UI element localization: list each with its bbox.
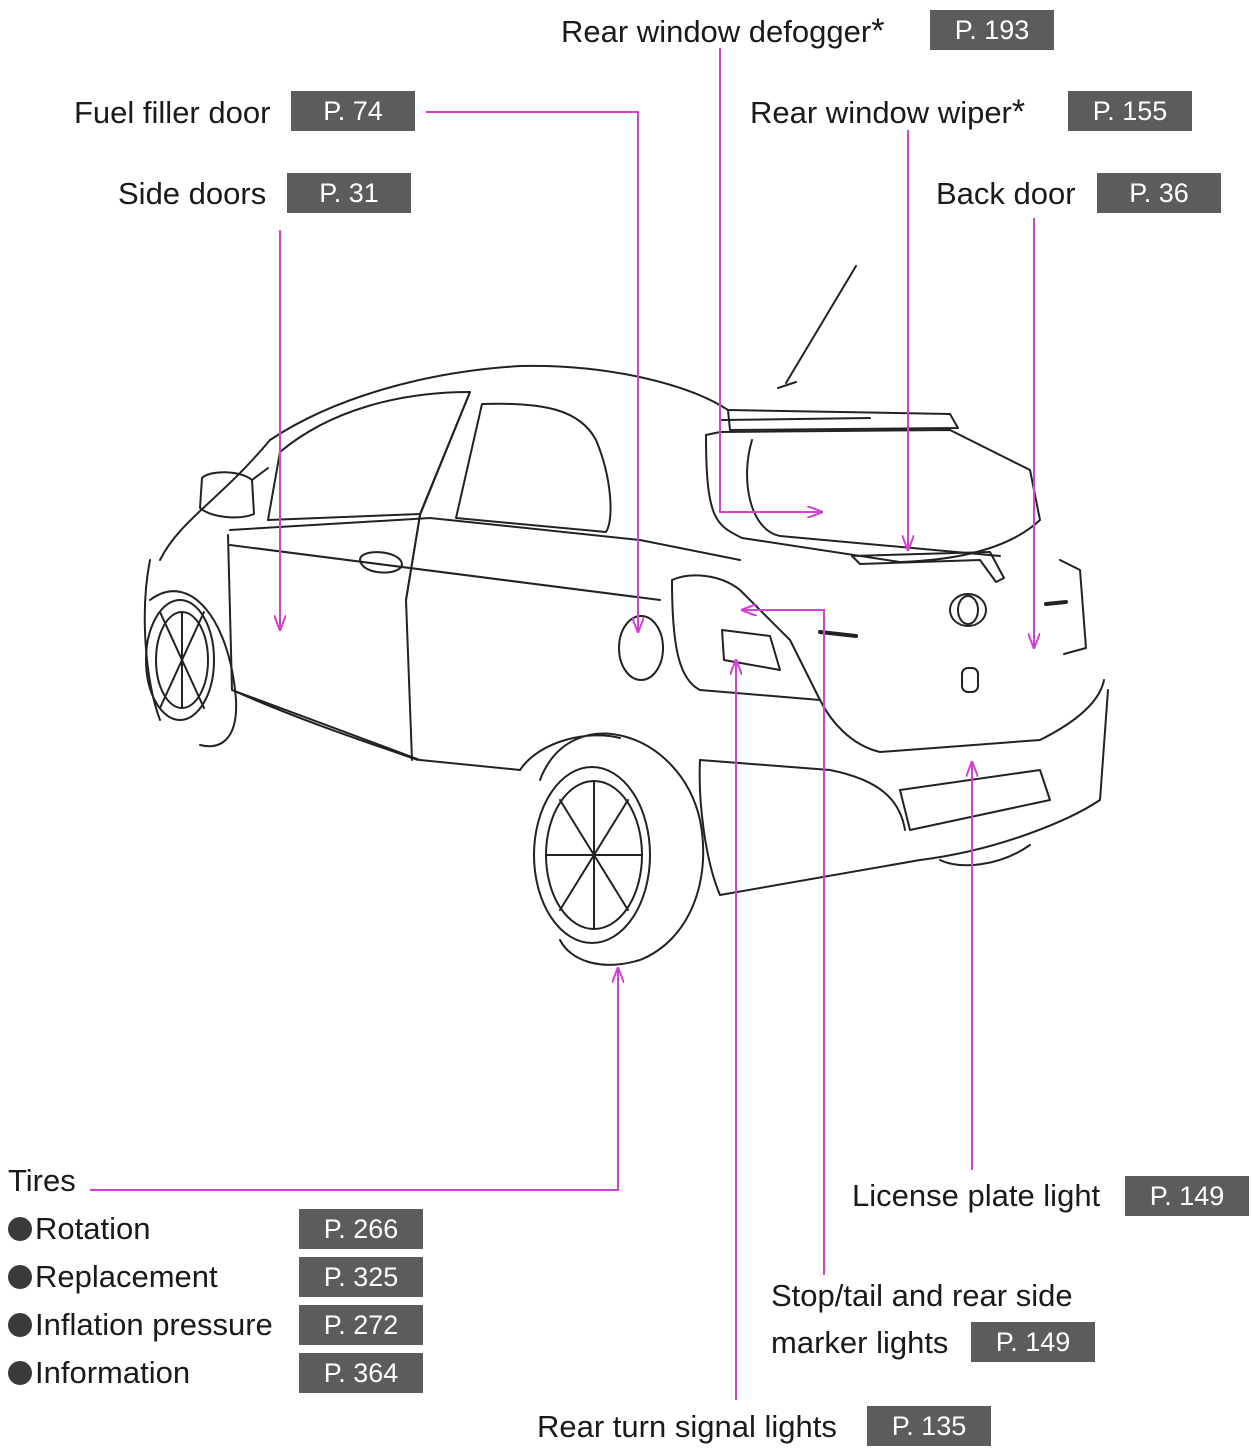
rear-window-defogger-page-link[interactable]: P. 193	[930, 10, 1054, 50]
back-door-page-link[interactable]: P. 36	[1097, 173, 1221, 213]
stop-tail-page-link[interactable]: P. 149	[971, 1322, 1095, 1362]
car-illustration	[143, 265, 1109, 966]
bullet-icon	[8, 1361, 32, 1385]
tires-information-page-link[interactable]: P. 364	[299, 1353, 423, 1393]
tires-item-replacement: Replacement	[8, 1259, 218, 1295]
tires-leader	[90, 968, 618, 1191]
stop-tail-leader	[742, 610, 825, 1275]
fuel-door-leader	[426, 111, 638, 632]
side-doors-label: Side doors	[118, 176, 267, 211]
bullet-icon	[8, 1313, 32, 1337]
asterisk-icon: *	[871, 12, 885, 50]
bullet-icon	[8, 1217, 32, 1241]
fuel-filler-door-label: Fuel filler door	[74, 95, 271, 130]
rear-window-wiper-label: Rear window wiper*	[750, 93, 1026, 131]
tires-item-information: Information	[8, 1355, 190, 1391]
license-plate-light-label: License plate light	[852, 1178, 1101, 1213]
defogger-leader	[719, 48, 822, 512]
stop-tail-label-line2: marker lights	[771, 1325, 949, 1360]
fuel-filler-door-page-link[interactable]: P. 74	[291, 91, 415, 131]
tires-item-inflation-pressure: Inflation pressure	[8, 1307, 273, 1343]
rear-turn-signal-label: Rear turn signal lights	[537, 1409, 837, 1444]
bullet-icon	[8, 1265, 32, 1289]
stop-tail-label-line1: Stop/tail and rear side	[771, 1278, 1073, 1313]
tires-item-rotation: Rotation	[8, 1211, 150, 1247]
tires-label: Tires	[8, 1163, 76, 1198]
license-plate-light-page-link[interactable]: P. 149	[1125, 1176, 1249, 1216]
tires-replacement-page-link[interactable]: P. 325	[299, 1257, 423, 1297]
side-doors-page-link[interactable]: P. 31	[287, 173, 411, 213]
rear-turn-signal-page-link[interactable]: P. 135	[867, 1406, 991, 1446]
tires-rotation-page-link[interactable]: P. 266	[299, 1209, 423, 1249]
rear-window-wiper-page-link[interactable]: P. 155	[1068, 91, 1192, 131]
leader-lines	[90, 48, 1034, 1400]
asterisk-icon: *	[1011, 93, 1026, 131]
rear-window-defogger-label: Rear window defogger*	[561, 12, 885, 50]
back-door-label: Back door	[936, 176, 1076, 211]
tires-inflation-pressure-page-link[interactable]: P. 272	[299, 1305, 423, 1345]
